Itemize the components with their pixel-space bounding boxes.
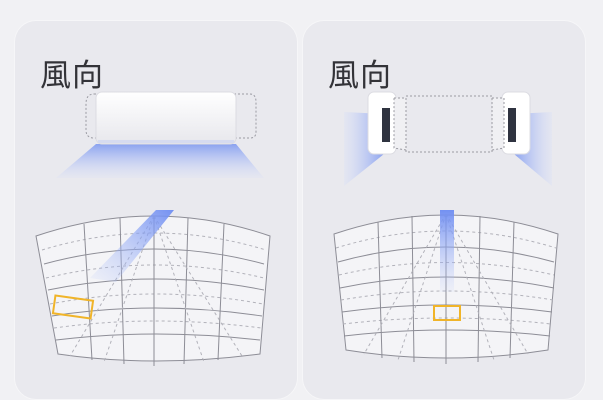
wind-direction-card-left[interactable]: 風向: [14, 20, 298, 400]
card-title: 風向: [40, 58, 104, 94]
wall-mounted-ac-unit-icon: [56, 91, 264, 178]
dual-outlet-ac-unit-icon: [344, 91, 552, 186]
airflow-grid-diagram-right: [333, 210, 559, 364]
wind-direction-card-right[interactable]: 風向: [302, 20, 586, 400]
card-title: 風向: [328, 58, 392, 94]
airflow-grid-diagram-left: [35, 210, 271, 366]
